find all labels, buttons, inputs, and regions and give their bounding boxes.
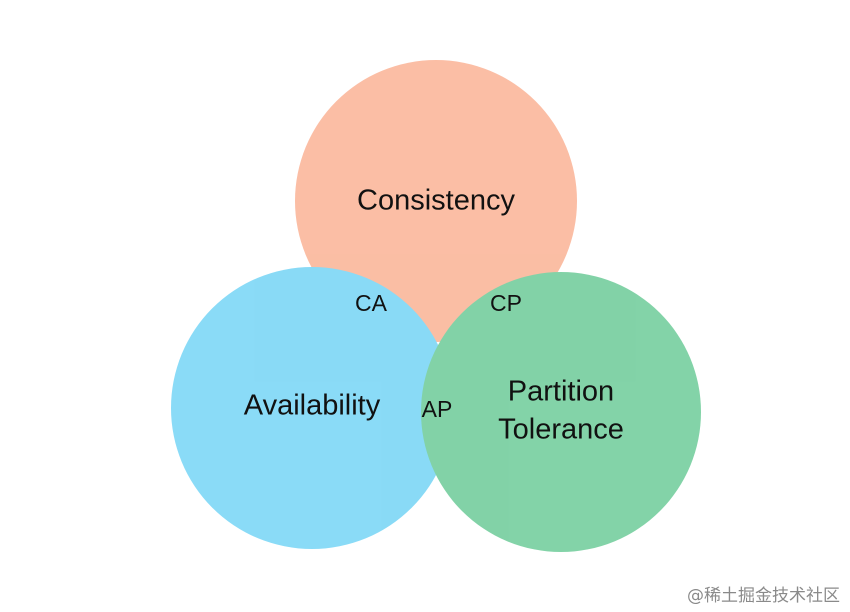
consistency-label: Consistency: [357, 185, 515, 217]
cp-intersection-label: CP: [490, 290, 522, 316]
ap-intersection-label: AP: [422, 396, 453, 422]
partition-tolerance-circle: [421, 272, 701, 552]
partition-tolerance-label-line-1: Partition: [508, 376, 614, 408]
consistency-circle: [295, 60, 577, 342]
ca-intersection-label: CA: [355, 290, 388, 316]
watermark: @稀土掘金技术社区: [687, 586, 840, 606]
partition-tolerance-label-line-2: Tolerance: [498, 414, 624, 446]
availability-label: Availability: [244, 390, 381, 422]
availability-circle: [171, 267, 453, 549]
